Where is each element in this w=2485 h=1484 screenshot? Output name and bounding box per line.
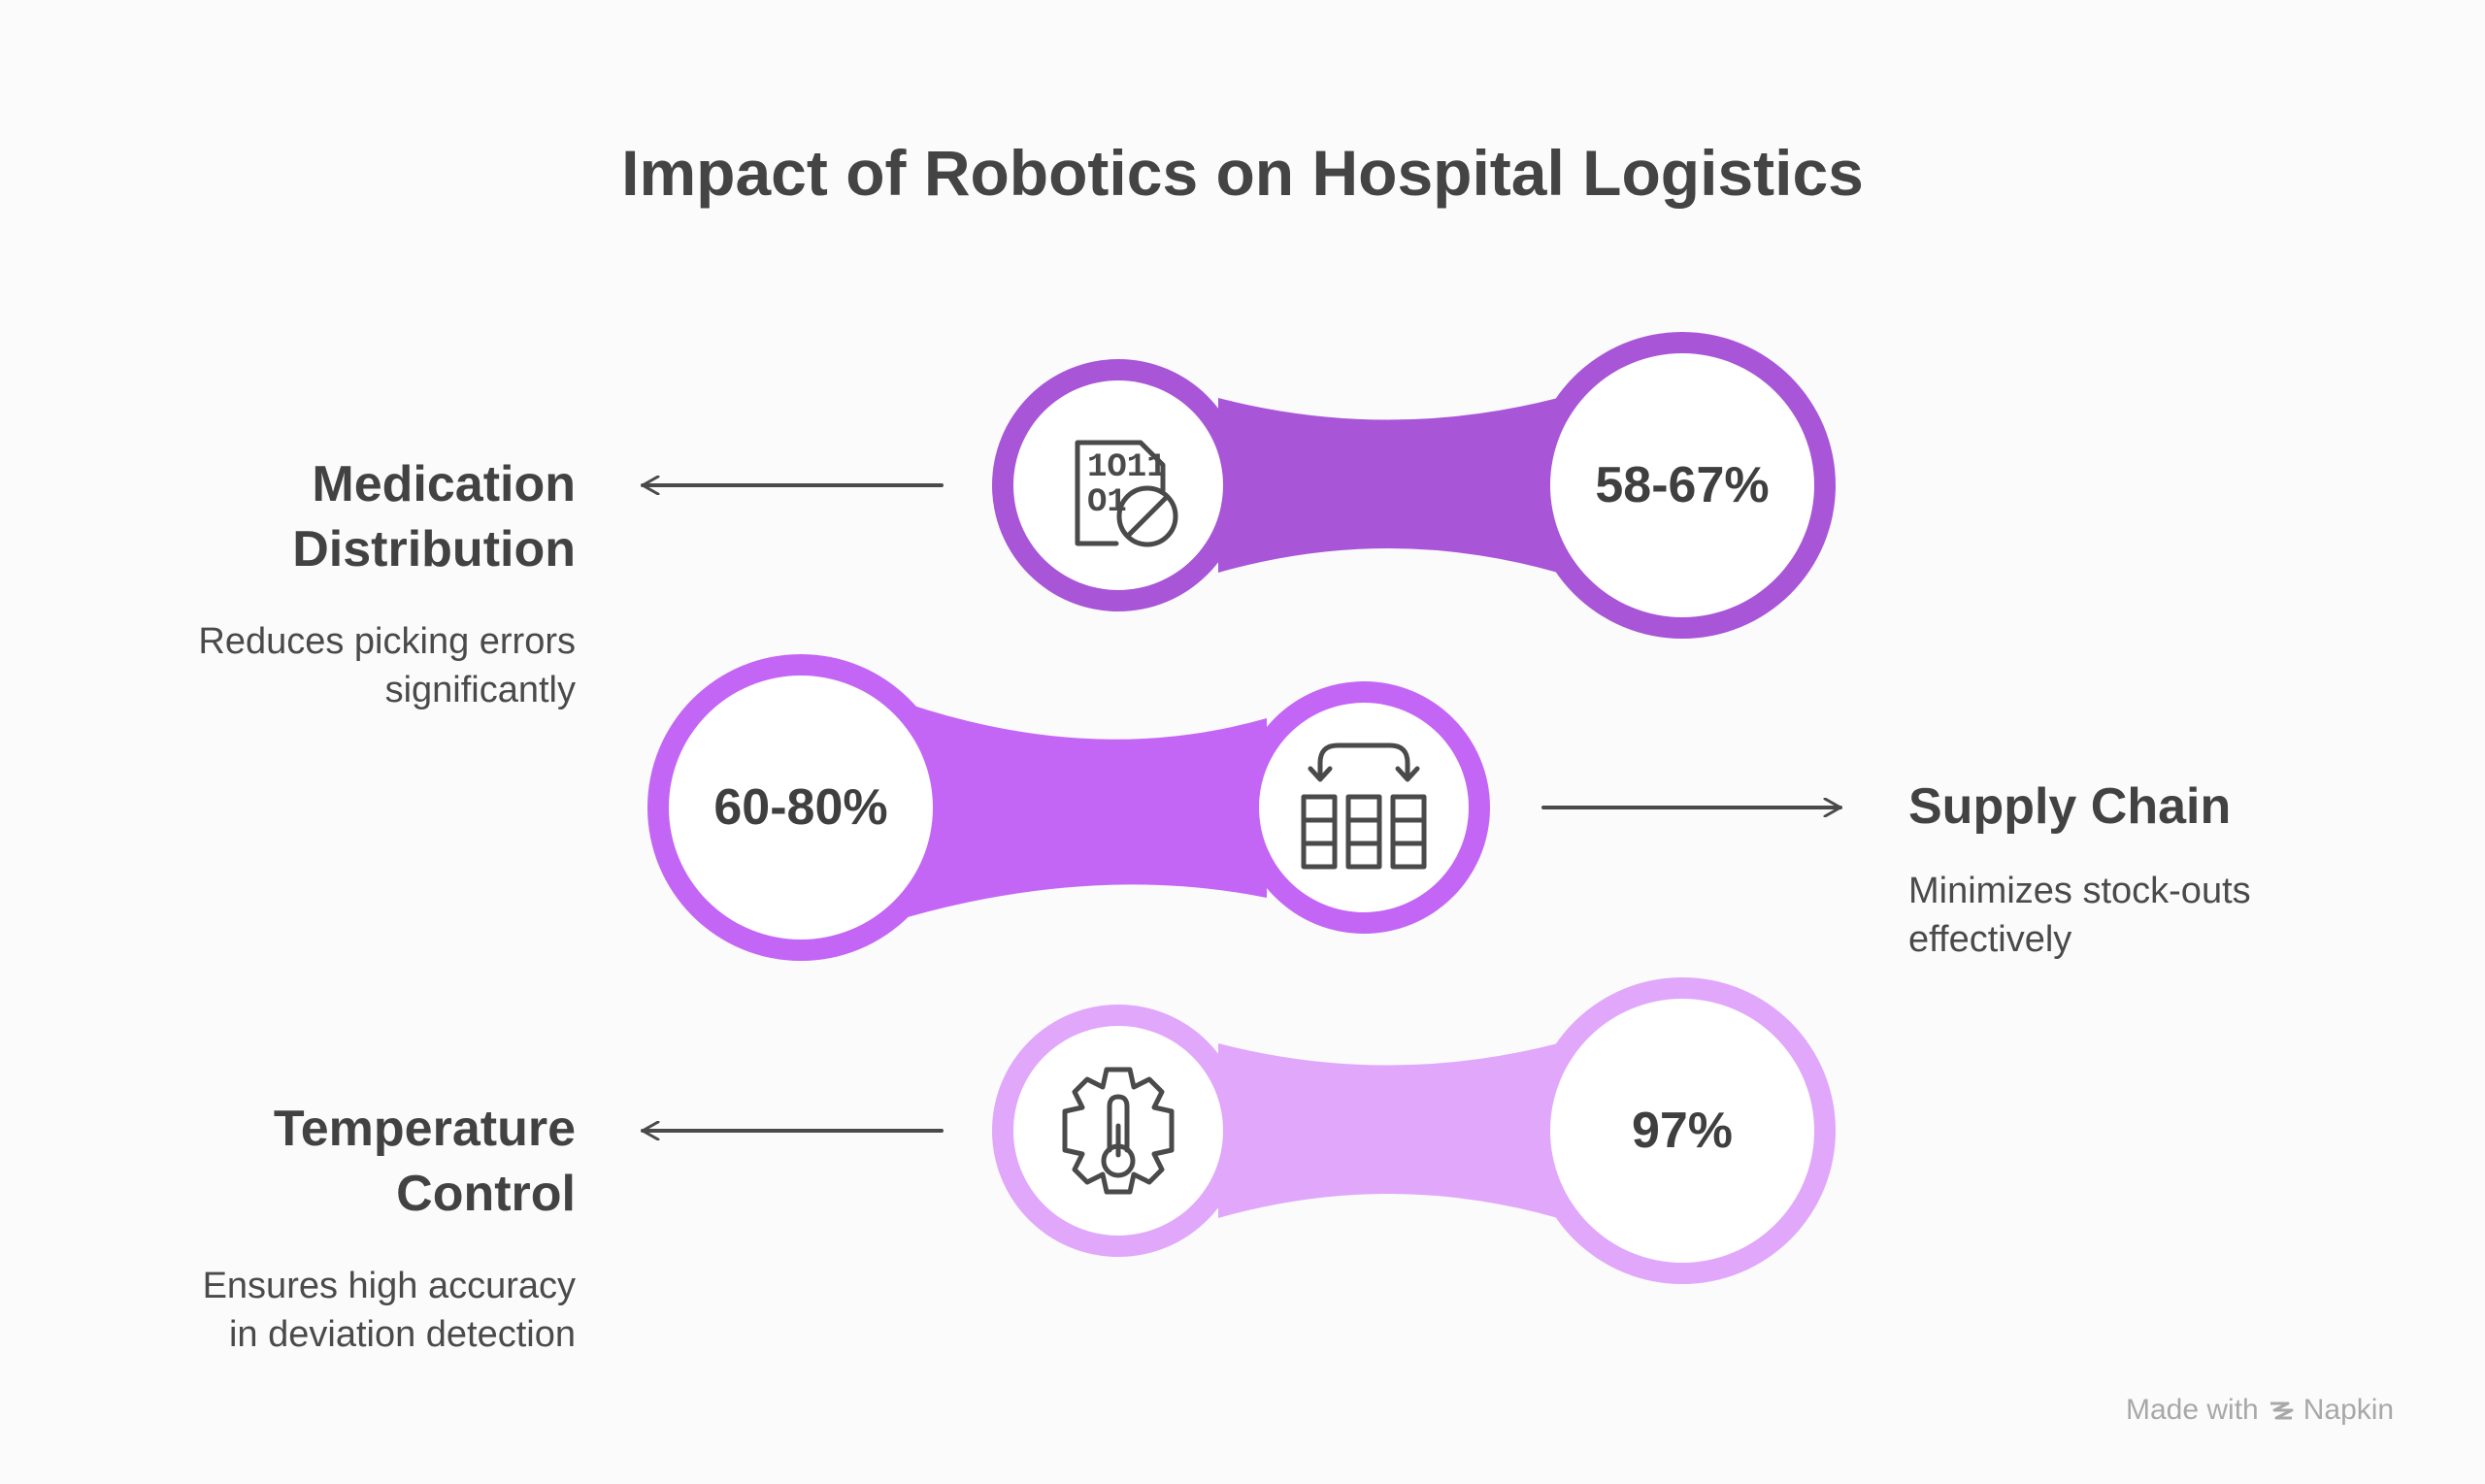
data-restriction-icon: 1O11 O1 — [1075, 440, 1178, 547]
row-supply-chain: 60-80% — [647, 654, 1842, 961]
connector-shape-3 — [1218, 1043, 1558, 1218]
connector-shape-1 — [1218, 398, 1558, 573]
svg-text:O1: O1 — [1087, 484, 1127, 521]
value-text-1: 58-67% — [1595, 457, 1769, 513]
page-title: Impact of Robotics on Hospital Logistics — [621, 137, 1864, 209]
napkin-logo-icon — [2270, 1402, 2294, 1420]
label-description: Ensures high accuracy in deviation detec… — [202, 1266, 576, 1355]
watermark-brand: Napkin — [2303, 1394, 2395, 1426]
label-title: Supply Chain — [1908, 778, 2232, 835]
watermark-prefix: Made with — [2126, 1394, 2259, 1426]
label-description: Minimizes stock-outs effectively — [1908, 871, 2251, 960]
row-medication-distribution: 1O11 O1 58-67% — [641, 332, 1836, 639]
svg-text:1O11: 1O11 — [1087, 449, 1167, 486]
value-text-2: 60-80% — [713, 779, 887, 836]
temperature-gear-icon — [1062, 1067, 1175, 1195]
label-title: Medication Distribution — [292, 456, 576, 577]
label-temperature-control: Temperature Control Ensures high accurac… — [32, 1097, 576, 1359]
label-description: Reduces picking errors significantly — [198, 621, 576, 710]
label-supply-chain: Supply Chain Minimizes stock-outs effect… — [1908, 775, 2452, 964]
connector-shape-2 — [908, 704, 1267, 917]
label-title: Temperature Control — [273, 1101, 576, 1222]
watermark: Made with Napkin — [2126, 1394, 2394, 1427]
label-medication-distribution: Medication Distribution Reduces picking … — [32, 452, 576, 714]
inventory-shelves-icon — [1301, 742, 1427, 870]
row-temperature-control: 97% — [641, 977, 1836, 1284]
value-text-3: 97% — [1632, 1103, 1733, 1159]
